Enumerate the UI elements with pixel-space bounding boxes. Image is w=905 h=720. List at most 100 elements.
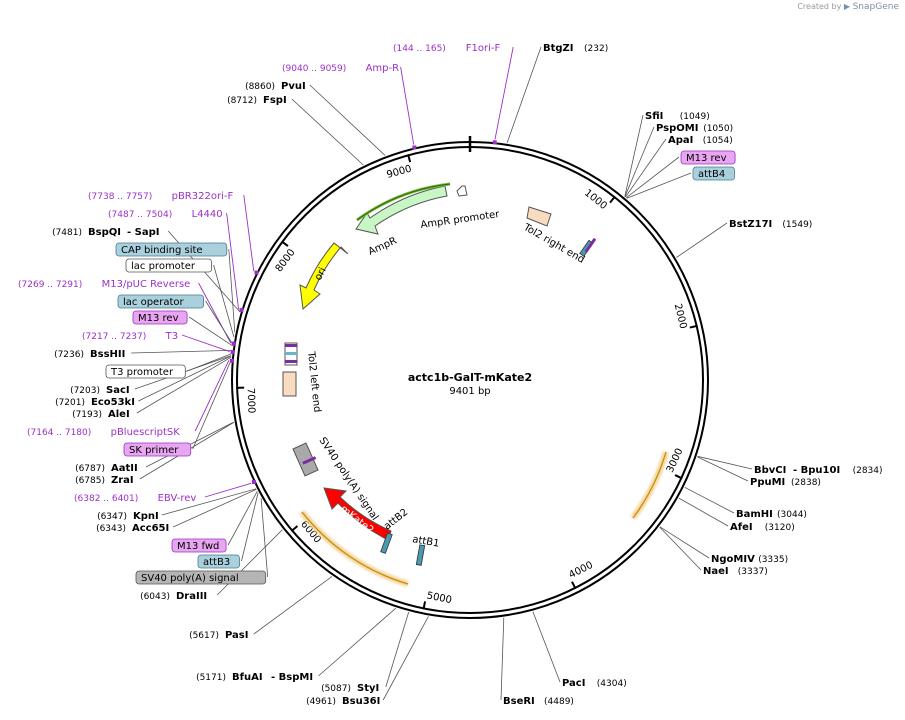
mkate2-highlight-core [301,511,409,585]
enzyme-site-alei[interactable]: AleI(7193) [72,409,130,420]
primer-pbluescriptsk[interactable]: (7164 .. 7180)pBluescriptSK [27,358,234,438]
feature-box-label: attB3 [203,557,230,568]
primer-t3[interactable]: (7217 .. 7237)T3 [82,331,235,354]
feature-box-bg [117,294,204,309]
enzyme-site-bspqi[interactable]: BspQI(7481)- SapI [52,227,159,238]
enzyme-site-fspi[interactable]: FspI(8712) [227,95,287,106]
leader-bsshii [131,350,232,354]
enzyme-site-bstz17i[interactable]: BstZ17I(1549) [729,219,812,230]
enzyme-site-zrai[interactable]: ZraI(6785) [75,475,134,486]
feature-box-lac-operator[interactable]: lac operator [117,294,204,309]
feature-box-attb4[interactable]: attB4 [692,166,735,181]
enzyme-name: PspOMI [656,123,698,134]
feature-box-m13-fwd[interactable]: M13 fwd [171,538,227,553]
ori-label: ori [313,266,329,283]
enzyme-position: (6347) [97,512,127,522]
enzyme-site-paci[interactable]: PacI(4304) [562,678,627,689]
enzyme-name: PasI [225,630,248,641]
tol2-left-end-feature[interactable] [282,371,297,397]
feature-box-cap-binding-site[interactable]: CAP binding site [115,242,228,257]
enzyme-position: (6787) [75,464,105,474]
primer-amp-r[interactable]: (9040 .. 9059)Amp-R [282,63,417,150]
enzyme-position: (1049) [680,112,710,122]
enzyme-position: (7203) [70,386,100,396]
tick-mark-6000 [290,525,299,532]
feature-box-m13-rev-left[interactable]: M13 rev [132,310,188,325]
enzyme-site-aatii[interactable]: AatII(6787) [75,463,138,474]
leader-pbluescriptsk [194,360,230,432]
leader-m13-rev-right [625,156,680,199]
enzyme-position: (5617) [189,631,219,641]
primer-l4440[interactable]: (7487 .. 7504)L4440 [108,209,244,313]
snapgene-credit: Created by ▶ SnapGene [797,2,899,12]
leader-t3-promoter [187,353,232,372]
leader-naei [659,526,702,571]
ampr-label: AmpR [367,236,399,258]
enzyme-site-kpni[interactable]: KpnI(6347) [97,511,159,522]
bbvci-region-highlight-core [632,451,667,519]
feature-box-attb3[interactable]: attB3 [197,554,240,569]
primer-f1ori-f[interactable]: (144 .. 165)F1ori-F [393,43,501,145]
feature-box-t3-promoter[interactable]: T3 promoter [105,364,186,379]
enzyme-name: NaeI [703,566,729,577]
mkate2-feature[interactable] [323,487,392,541]
left-cluster-band-2 [285,352,297,355]
sv40-polya-feature[interactable] [292,442,319,477]
primer-name: EBV-rev [158,493,197,504]
feature-box-bg [135,570,267,585]
feature-box-m13-rev-right[interactable]: M13 rev [680,150,736,165]
feature-box-lac-promoter[interactable]: lac promoter [125,258,212,273]
enzyme-position: (2834) [853,466,883,476]
primer-mark [230,349,235,354]
ori-feature[interactable] [299,242,349,311]
enzyme-site-pspomi[interactable]: PspOMI(1050) [656,123,733,134]
enzyme-site-naei[interactable]: NaeI(3337) [703,566,768,577]
feature-box-sv40-polya-signal-box[interactable]: SV40 poly(A) signal [135,570,267,585]
tol2-right-end-feature[interactable] [526,206,552,227]
feature-box-label: T3 promoter [110,367,174,378]
enzyme-site-eco53ki[interactable]: Eco53kI(7201) [55,397,135,408]
plasmid-size: 9401 bp [449,386,490,397]
primer-mark [229,358,234,363]
attb1-label: attB1 [411,534,440,550]
tick-label-8000: 8000 [274,247,298,274]
enzyme-name: Acc65I [132,523,169,534]
tick-mark-3000 [674,474,683,480]
enzyme-site-bbvci[interactable]: BbvCI- Bpu10I(2834) [754,465,883,476]
attb2-feature[interactable] [380,532,393,554]
primer-m13-puc-reverse[interactable]: (7269 .. 7291)M13/pUC Reverse [18,279,236,346]
attb1-feature[interactable] [415,544,426,566]
annotations: BtgZI(232) SfiI(1049)PspOMI(1050)ApaI(105… [18,43,883,707]
enzyme-site-ppumi[interactable]: PpuMI(2838) [750,477,821,488]
enzyme-site-acc65i[interactable]: Acc65I(6343) [96,523,169,534]
feature-box-bg [115,242,228,257]
enzyme-site-draiii[interactable]: DraIII(6043) [140,591,207,602]
enzyme-position: (4961) [306,697,336,707]
primer-ebv-rev[interactable]: (6382 .. 6401)EBV-rev [74,480,256,504]
primer-pbr322ori-f[interactable]: (7738 .. 7757)pBR322ori-F [88,191,259,275]
enzyme-site-pasi[interactable]: PasI (5617) [189,630,248,641]
enzyme-site-bsu36i[interactable]: Bsu36I(4961) [306,696,380,707]
feature-box-label: M13 fwd [177,541,219,552]
enzyme-site-bamhi[interactable]: BamHI(3044) [736,509,807,520]
ampr-promoter-feature[interactable] [456,185,468,197]
enzyme-site-sfii[interactable]: SfiI(1049) [645,111,710,122]
enzyme-site-styi[interactable]: StyI(5087) [321,683,379,694]
enzyme-site-bsshii[interactable]: BssHII(7236) [54,349,125,360]
enzyme-site-ngomiv[interactable]: NgoMIV(3335) [711,554,788,565]
feature-box-label: lac operator [123,297,184,308]
leader-m13-fwd [227,491,258,546]
leader-bamhi [684,486,735,514]
enzyme-site-pvui[interactable]: PvuI(8860) [245,81,306,92]
enzyme-site-afei[interactable]: AfeI(3120) [730,522,795,533]
enzyme-site-apai[interactable]: ApaI(1054) [668,135,733,146]
feature-box-sk-primer[interactable]: SK primer [123,442,192,457]
enzyme-site-bfuai[interactable]: BfuAI(5171)- BspMI [196,672,313,683]
tol2-right-end-label: Tol2 right end [521,222,587,266]
enzyme-site-btgzi[interactable]: BtgZI(232) [543,43,608,54]
primer-name: T3 [165,331,178,342]
enzyme-position: (8860) [245,82,275,92]
enzyme-site-saci[interactable]: SacI(7203) [70,385,130,396]
enzyme-site-bseri[interactable]: BseRI(4489) [503,696,574,707]
